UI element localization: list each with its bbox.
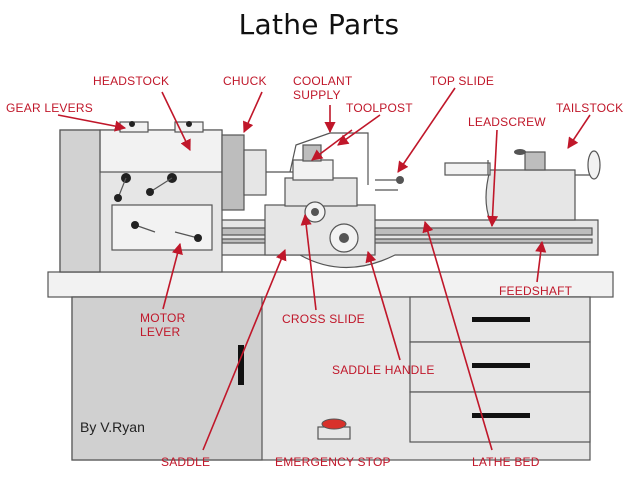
label-saddle: SADDLE xyxy=(161,455,210,469)
motor-panel xyxy=(111,204,213,251)
label-coolant-line2: SUPPLY xyxy=(293,88,341,102)
door-handle xyxy=(238,345,244,385)
cross-slide-block xyxy=(284,177,358,207)
headstock-panel xyxy=(99,129,223,173)
label-leadscrew: LEADSCREW xyxy=(468,115,546,129)
label-tailstock: TAILSTOCK xyxy=(556,101,623,115)
drawer-handle-3 xyxy=(472,413,530,418)
tailstock-body xyxy=(485,169,576,221)
author-credit: By V.Ryan xyxy=(80,419,145,435)
tailstock-quill xyxy=(444,162,491,176)
diagram-title: Lathe Parts xyxy=(238,8,400,41)
label-cross-slide: CROSS SLIDE xyxy=(282,312,365,326)
label-motor-line1: MOTOR xyxy=(140,311,186,325)
drawer-2 xyxy=(409,341,591,393)
label-gear-levers: GEAR LEVERS xyxy=(6,101,93,115)
label-motor-line2: LEVER xyxy=(140,325,180,339)
top-slide-block xyxy=(292,159,334,181)
toolpost-block xyxy=(302,144,322,162)
label-lathe-bed: LATHE BED xyxy=(472,455,540,469)
chuck-jaw xyxy=(243,149,267,196)
label-headstock: HEADSTOCK xyxy=(93,74,169,88)
bed-top-plate xyxy=(47,271,614,298)
leader-lines xyxy=(57,87,591,451)
label-top-slide: TOP SLIDE xyxy=(430,74,494,88)
part-labels: HEADSTOCK CHUCK COOLANT SUPPLY TOP SLIDE… xyxy=(6,74,623,469)
label-feedshaft: FEEDSHAFT xyxy=(499,284,573,298)
label-coolant-line1: COOLANT xyxy=(293,74,353,88)
drawer-handle-1 xyxy=(472,317,530,322)
label-toolpost: TOOLPOST xyxy=(346,101,413,115)
label-chuck: CHUCK xyxy=(223,74,267,88)
drawer-handle-2 xyxy=(472,363,530,368)
left-cabinet-door xyxy=(71,296,263,461)
chuck-body xyxy=(221,134,245,211)
headstock-side xyxy=(59,129,101,273)
label-emergency-stop: EMERGENCY STOP xyxy=(275,455,391,469)
lathe-machine xyxy=(47,121,614,461)
emergency-stop-button xyxy=(321,418,347,430)
label-saddle-handle: SADDLE HANDLE xyxy=(332,363,435,377)
